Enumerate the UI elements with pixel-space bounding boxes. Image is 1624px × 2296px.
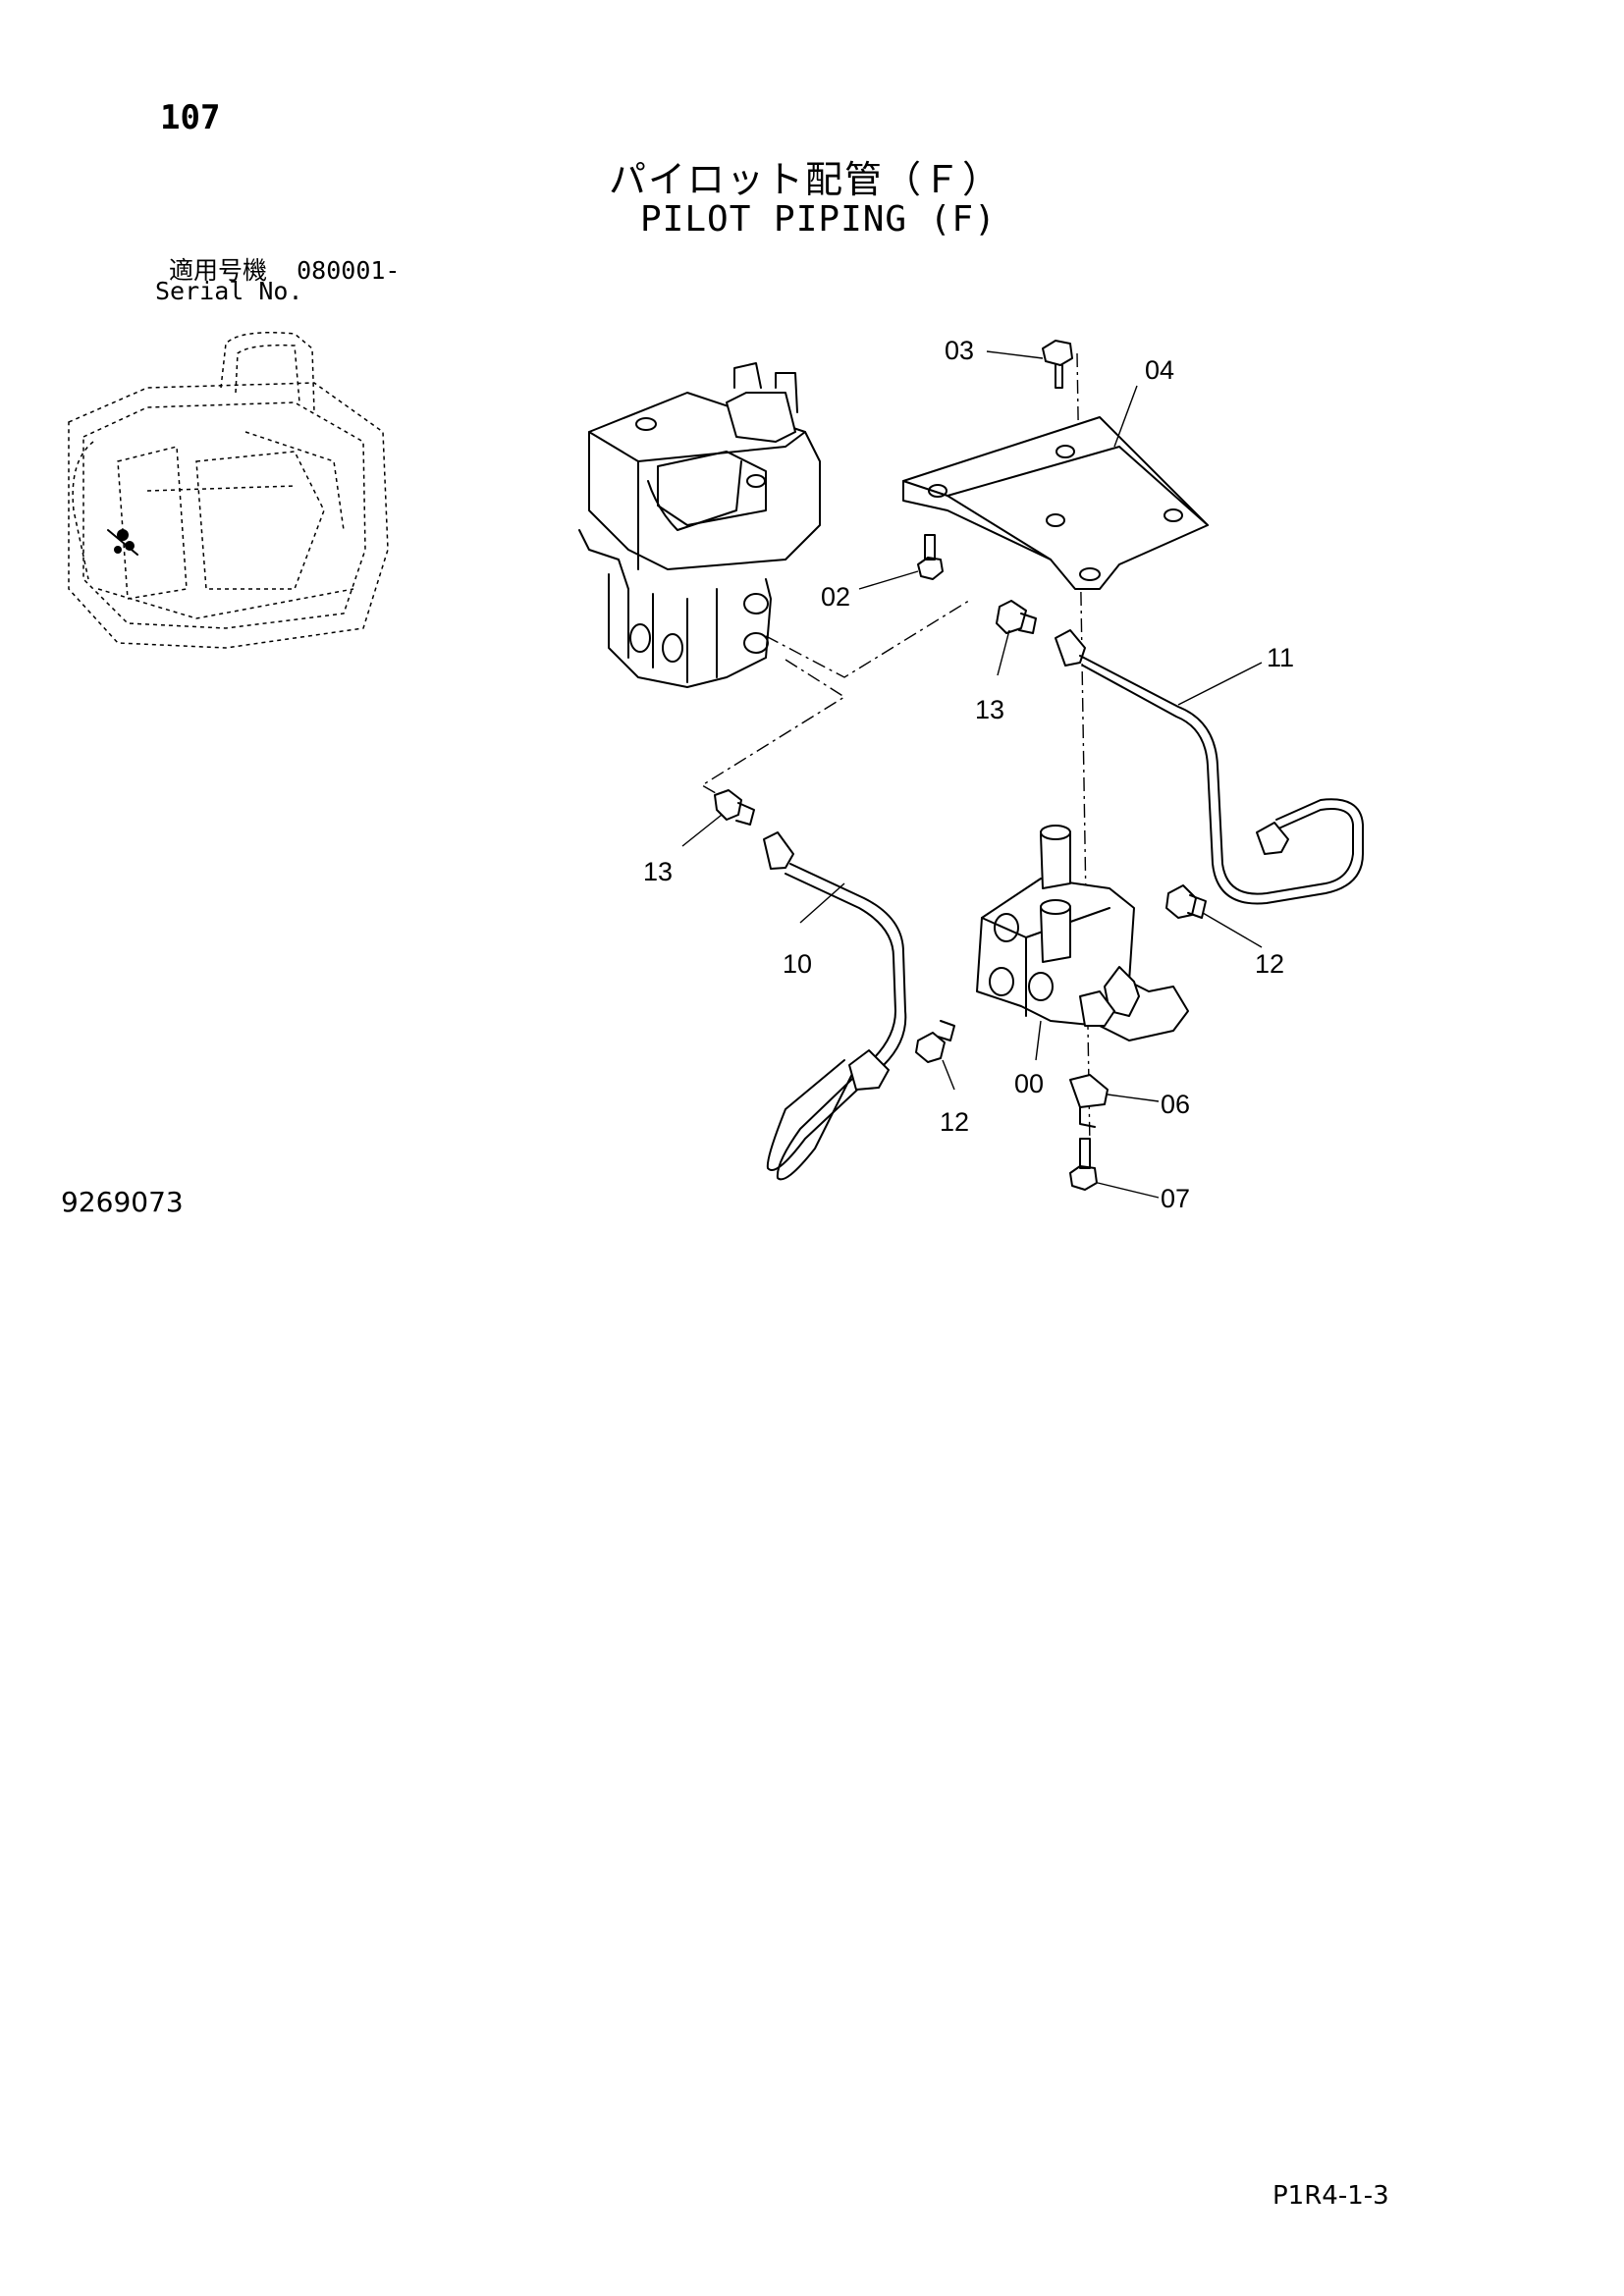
serial-label-english: Serial No.: [155, 277, 303, 305]
page-title-japanese: パイロット配管（Ｆ）: [609, 158, 1002, 201]
machine-location-thumbnail: [68, 332, 389, 649]
callout-11: 11: [1267, 643, 1295, 672]
callout-13-upper: 13: [975, 695, 1005, 724]
bolt-03: [1042, 340, 1073, 389]
bolt-02: [917, 534, 944, 580]
adapter-12-left: [915, 1020, 955, 1063]
callout-04: 04: [1145, 355, 1175, 385]
bracket-plate: [902, 416, 1209, 590]
callout-00: 00: [1014, 1069, 1045, 1098]
pilot-pipe-10: [763, 831, 907, 1181]
page-title-english: PILOT PIPING (F): [640, 199, 997, 240]
serial-label-japanese: 適用号機: [169, 256, 268, 285]
adapter-13-lower: [714, 789, 755, 826]
callout-02: 02: [821, 582, 851, 612]
clamp-06: [1069, 1074, 1109, 1128]
callout-06: 06: [1161, 1090, 1191, 1119]
adapter-12-right: [1165, 884, 1207, 919]
serial-line-japanese: 適用号機 080001-: [169, 251, 400, 287]
callout-07: 07: [1161, 1184, 1191, 1213]
figure-number: 9269073: [61, 1186, 184, 1218]
adapter-13-upper: [996, 600, 1037, 634]
pilot-pipe-11: [1055, 629, 1364, 905]
serial-number-value: 080001-: [297, 256, 401, 285]
shuttle-valve-block: [976, 825, 1189, 1041]
pilot-valve-assembly: [578, 362, 821, 688]
page-number: 107: [160, 98, 221, 137]
callout-12-right: 12: [1255, 949, 1285, 979]
callout-03: 03: [945, 336, 975, 365]
callout-13-lower: 13: [643, 857, 674, 886]
callout-10: 10: [783, 949, 813, 979]
bolt-07: [1069, 1138, 1098, 1191]
callout-12-left: 12: [940, 1107, 970, 1137]
page-code: P1R4-1-3: [1272, 2181, 1389, 2211]
callout-leader-lines: [681, 350, 1263, 1199]
exploded-parts-diagram: [68, 332, 1364, 1199]
